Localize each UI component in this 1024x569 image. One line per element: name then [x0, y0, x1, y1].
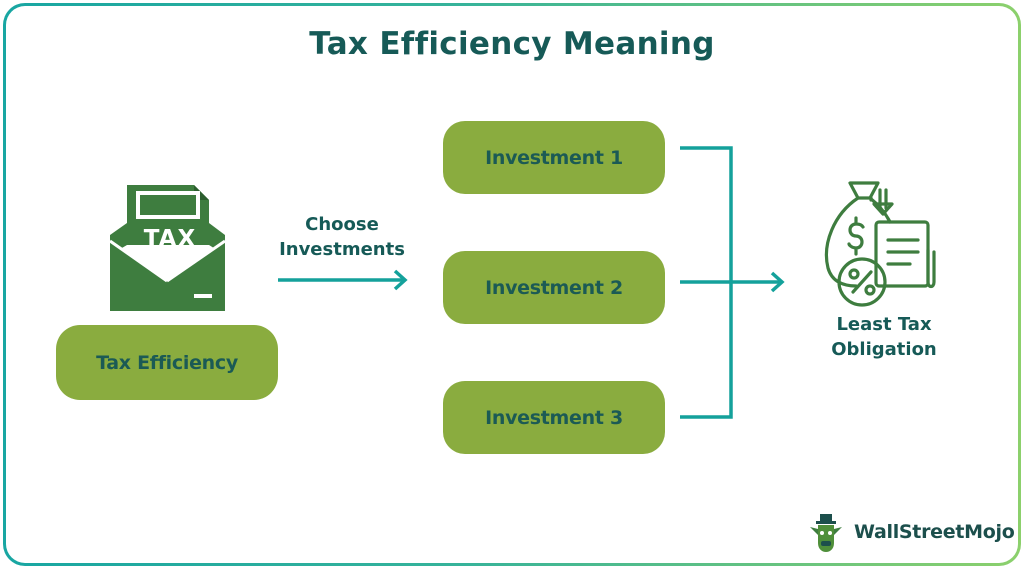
investment-label-2: Investment 2	[485, 276, 623, 299]
page-title: Tax Efficiency Meaning	[309, 26, 715, 62]
tax-envelope-icon	[109, 185, 226, 311]
investment-label-3: Investment 3	[485, 406, 623, 429]
bull-mascot-icon	[810, 514, 842, 552]
money-bag-tax-icon	[824, 181, 936, 307]
tax-efficiency-label: Tax Efficiency	[96, 351, 238, 374]
choose-investments-label: Choose Investments	[279, 214, 405, 260]
investment-box-2: Investment 2	[443, 251, 665, 324]
least-tax-obligation-label: Least Tax Obligation	[831, 314, 937, 360]
logo-text: WallStreetMojo	[854, 521, 1015, 543]
investment-box-3: Investment 3	[443, 381, 665, 454]
investment-box-1: Investment 1	[443, 121, 665, 194]
tax-icon-text: TAX	[143, 226, 197, 252]
investment-label-1: Investment 1	[485, 146, 623, 169]
wallstreetmojo-logo: WallStreetMojo	[806, 513, 1015, 553]
tax-efficiency-box: Tax Efficiency	[56, 325, 278, 400]
